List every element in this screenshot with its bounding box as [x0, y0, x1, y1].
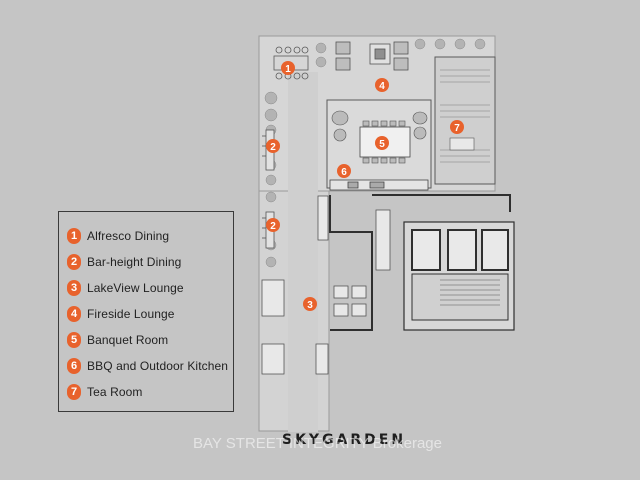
- legend-badge: 6: [67, 358, 81, 374]
- stairs: [440, 279, 500, 306]
- svg-text:3: 3: [307, 300, 313, 311]
- zone-marker-bar-height-dining: 2: [266, 139, 280, 153]
- legend-item: 3 LakeView Lounge: [67, 280, 184, 296]
- legend-badge: 2: [67, 254, 81, 270]
- zone-marker-alfresco-dining: 1: [281, 61, 295, 75]
- zone-marker-banquet-room: 5: [375, 136, 389, 150]
- svg-text:6: 6: [341, 167, 347, 178]
- alfresco-dining-area: [273, 46, 309, 80]
- legend-item: 1 Alfresco Dining: [67, 228, 169, 244]
- banquet-room-area: [326, 99, 432, 189]
- legend-badge: 4: [67, 306, 81, 322]
- legend-item: 7 Tea Room: [67, 384, 143, 400]
- legend-label: Bar-height Dining: [87, 255, 182, 269]
- legend-label: Alfresco Dining: [87, 229, 170, 243]
- building-core: [329, 194, 515, 331]
- fireside-lounge-area: [335, 41, 409, 71]
- lakeview-lounge-area: [261, 195, 391, 375]
- legend-item: 5 Banquet Room: [67, 332, 168, 348]
- legend-item: 4 Fireside Lounge: [67, 306, 175, 322]
- legend-badge: 7: [67, 384, 81, 400]
- legend-badge: 1: [67, 228, 81, 244]
- tea-room-area: [434, 56, 496, 185]
- legend-badge: 3: [67, 280, 81, 296]
- zone-marker-tea-room: 7: [450, 120, 464, 134]
- legend-item: 2 Bar-height Dining: [67, 254, 181, 270]
- legend-label: Banquet Room: [87, 333, 169, 347]
- legend-box: 1 Alfresco Dining 2 Bar-height Dining 3 …: [58, 211, 234, 412]
- plan-title: SKYGARDEN: [282, 432, 407, 448]
- zone-markers: 1 4 2 5 7 6 2 3: [266, 61, 464, 311]
- zone-marker-bar-height-dining-2: 2: [266, 218, 280, 232]
- svg-text:5: 5: [379, 139, 385, 150]
- zone-marker-bbq-kitchen: 6: [337, 164, 351, 178]
- legend-label: Tea Room: [87, 385, 143, 399]
- svg-text:4: 4: [379, 81, 385, 92]
- zone-marker-lakeview-lounge: 3: [303, 297, 317, 311]
- svg-text:7: 7: [454, 123, 460, 134]
- legend-badge: 5: [67, 332, 81, 348]
- legend-label: Fireside Lounge: [87, 307, 175, 321]
- legend-item: 6 BBQ and Outdoor Kitchen: [67, 358, 228, 374]
- legend-label: LakeView Lounge: [87, 281, 184, 295]
- watermark-text: BAY STREET INTEGRITY Brokerage: [193, 435, 442, 452]
- svg-text:1: 1: [285, 64, 291, 75]
- svg-text:2: 2: [270, 221, 276, 232]
- zone-marker-fireside-lounge: 4: [375, 78, 389, 92]
- svg-text:2: 2: [270, 142, 276, 153]
- legend-label: BBQ and Outdoor Kitchen: [87, 359, 229, 373]
- bbq-kitchen-area: [329, 179, 429, 191]
